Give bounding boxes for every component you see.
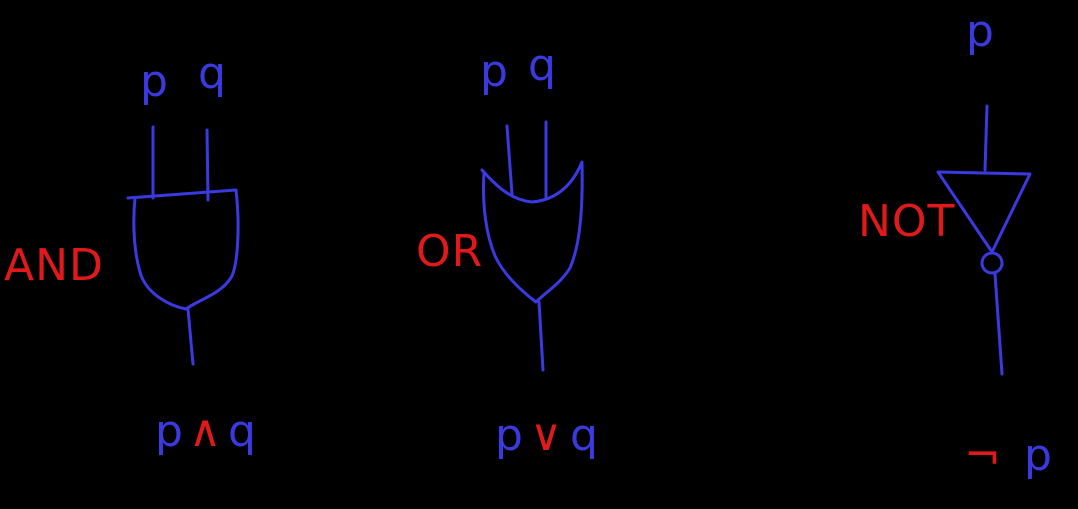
or-gate-name: OR [416,226,483,277]
or-output-right-label: q [570,410,598,461]
not-gate-name: NOT [858,196,955,247]
or-gate-group: p q OR p ∨ q [416,40,598,461]
not-output-wire [993,272,1004,376]
not-input-p-label: p [966,6,994,57]
and-input-q-wire [205,128,210,202]
and-gate-symbol [126,188,240,311]
not-output-operator: ¬ [964,430,1001,481]
or-output-left-label: p [495,410,523,461]
or-input-q-label: q [528,40,556,91]
or-input-p-label: p [480,46,508,97]
or-output-wire [537,300,545,372]
and-gate-group: p q AND p ∧ q [4,48,256,457]
and-input-q-label: q [198,48,226,99]
not-input-wire [983,104,989,172]
not-gate-group: p NOT ¬ p [858,6,1052,481]
and-output-left-label: p [155,406,183,457]
or-gate-symbol [480,160,584,304]
or-output-operator: ∨ [530,410,562,461]
and-output-right-label: q [228,406,256,457]
and-input-p-label: p [140,56,168,107]
and-output-operator: ∧ [189,406,221,457]
not-output-right-label: p [1024,430,1052,481]
or-input-p-wire [505,124,514,196]
not-gate-bubble [980,251,1004,275]
and-output-wire [186,307,195,366]
not-gate-triangle [936,170,1032,254]
and-gate-name: AND [4,240,104,291]
